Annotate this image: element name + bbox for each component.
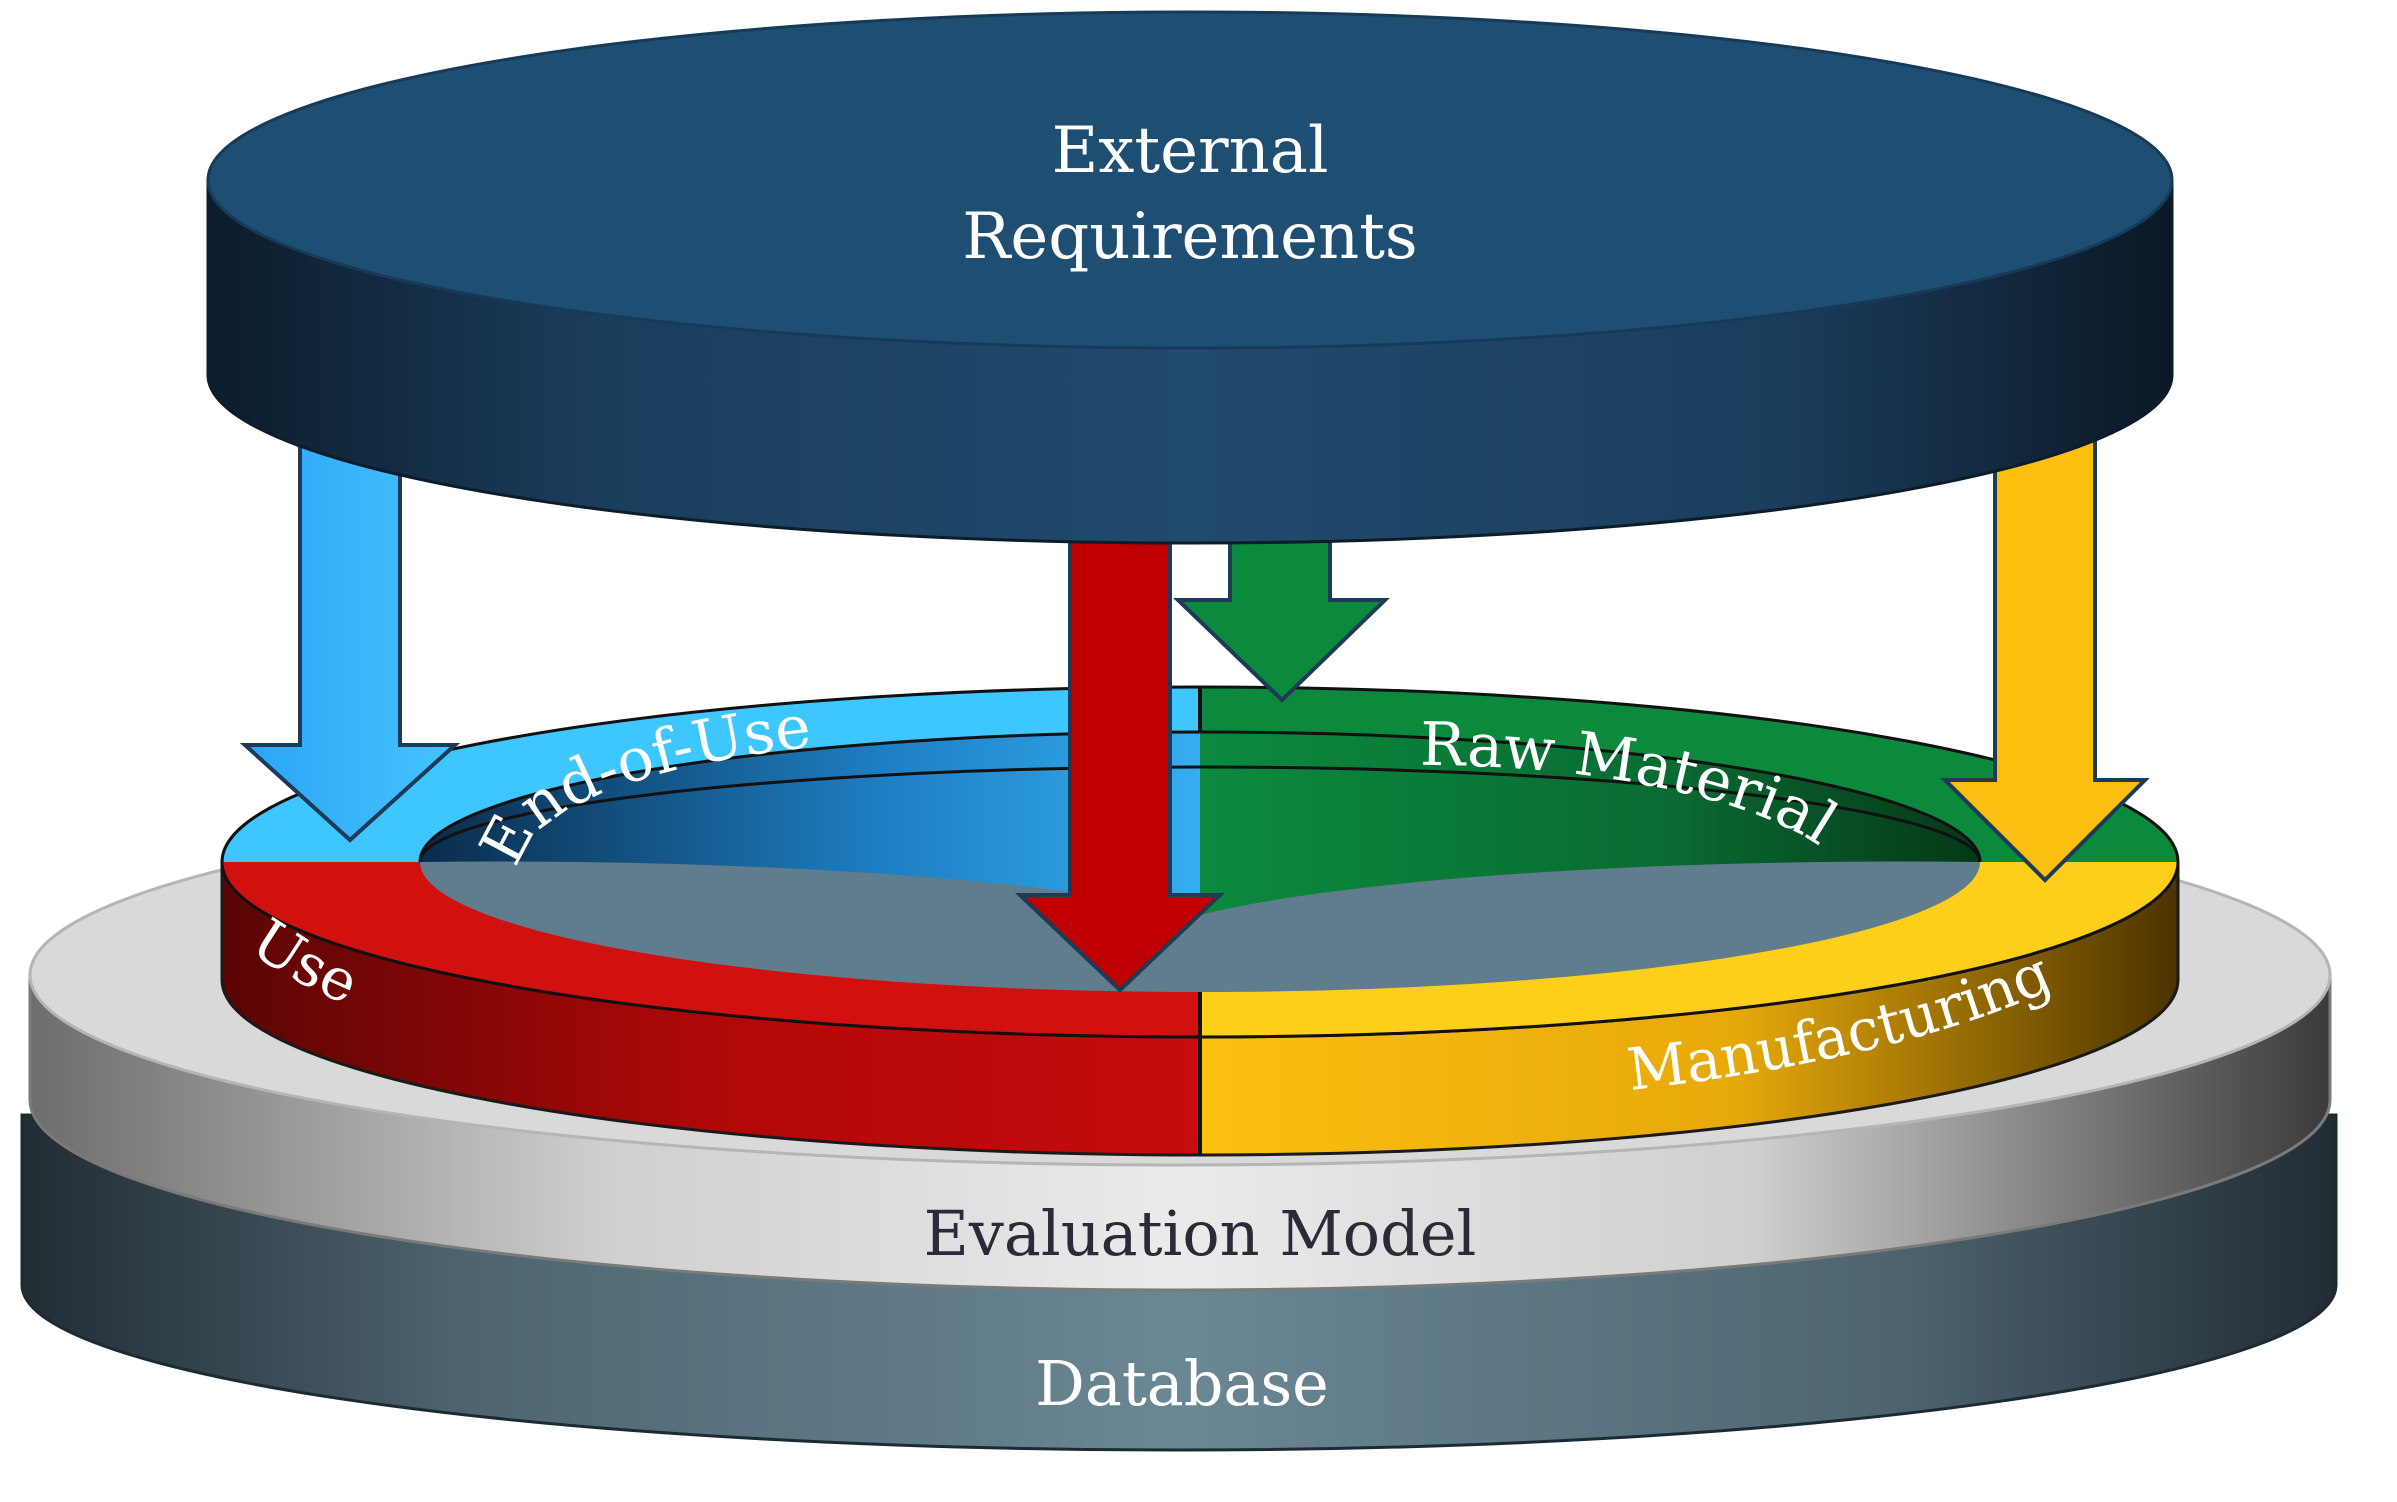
arrow-end-of-use (239, 438, 461, 843)
arrow-use (1014, 538, 1226, 993)
arrow-manufacturing (1940, 438, 2150, 883)
external-requirements-disk: External Requirements (206, 10, 2174, 545)
evaluation-model-label: Evaluation Model (924, 1197, 1477, 1270)
external-requirements-label-line1: External (1052, 114, 1329, 188)
lifecycle-ring: End-of-Use Raw Material Use Manufacturin… (220, 685, 2180, 1157)
database-label: Database (1035, 1347, 1329, 1420)
external-requirements-label-line2: Requirements (962, 200, 1418, 274)
arrow-raw-material (1173, 533, 1390, 703)
